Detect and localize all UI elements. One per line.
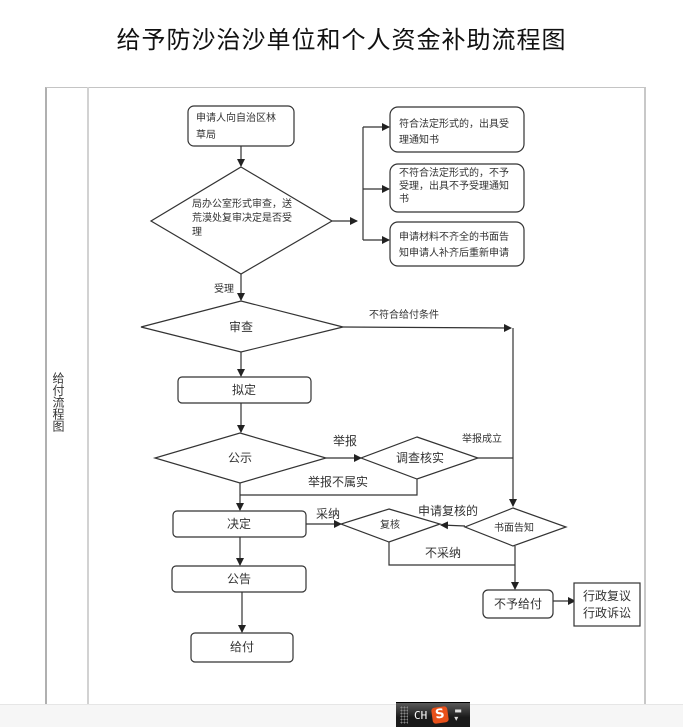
flowchart-frame: [45, 87, 646, 718]
node-written-notice: [463, 507, 568, 547]
pay-label: 给付: [230, 640, 254, 654]
page-title: 给予防沙治沙单位和个人资金补助流程图: [116, 26, 567, 54]
publicize-label: 公示: [228, 451, 252, 465]
edge-apply-reconsider: [440, 521, 466, 530]
admin-remedy-line-1: 行政复议: [583, 589, 631, 603]
lane-label-column: [45, 87, 89, 717]
reject-notice-line-1: 不符合法定形式的，不予: [399, 166, 509, 179]
admin-remedy-line-2: 行政诉讼: [583, 606, 631, 620]
edge-report-invalid: [240, 479, 418, 496]
sogou-logo-icon[interactable]: S: [431, 705, 450, 725]
office-review-line-2: 荒漠处复审决定是否受: [192, 211, 292, 224]
edge-not-eligible: [342, 323, 512, 332]
written-notice-label: 书面告知: [494, 521, 534, 534]
investigate-label: 调查核实: [396, 450, 444, 465]
chevron-down-icon: ▾: [454, 714, 459, 723]
accept-notice-line-1: 符合法定形式的，出具受: [399, 117, 509, 130]
reconsider-label: 复核: [380, 518, 400, 531]
label-adopt: 采纳: [316, 507, 340, 521]
reject-notice-line-3: 书: [399, 193, 409, 205]
label-report-valid: 举报成立: [462, 432, 502, 445]
label-report: 举报: [333, 433, 357, 448]
review-label: 审查: [229, 319, 253, 334]
node-reject-notice: [389, 163, 525, 213]
bottom-bar: [0, 704, 683, 727]
announce-label: 公告: [227, 572, 251, 586]
office-review-line-3: 理: [192, 226, 202, 238]
accept-notice-line-2: 理通知书: [399, 133, 439, 146]
node-no-pay: [482, 589, 554, 619]
label-apply-reconsider: 申请复核的: [418, 503, 478, 518]
reject-notice-line-2: 受理，出具不予受理通知: [399, 179, 509, 192]
draft-label: 拟定: [232, 382, 256, 397]
node-pay: [190, 632, 294, 663]
no-pay-label: 不予给付: [494, 597, 542, 611]
label-not-eligible: 不符合给付条件: [369, 308, 439, 321]
apply-line-1: 申请人向自治区林: [196, 111, 276, 124]
label-report-invalid: 举报不属实: [308, 474, 368, 489]
ime-toolbar[interactable]: CH S ▬▾: [396, 702, 470, 727]
lane-label: 给付流程图: [51, 372, 65, 432]
label-not-adopt: 不采纳: [425, 546, 461, 560]
drag-handle-icon[interactable]: [400, 706, 408, 724]
office-review-line-1: 局办公室形式审查，送: [192, 197, 292, 210]
node-admin-remedy: [573, 582, 641, 627]
apply-line-2: 草局: [196, 129, 216, 141]
node-announce: [171, 565, 307, 593]
supplement-notice-line-2: 知申请人补齐后重新申请: [399, 246, 509, 259]
label-accepted: 受理: [214, 283, 234, 295]
ime-menu-icon[interactable]: ▬▾: [454, 706, 462, 723]
edge-not-adopt: [388, 542, 515, 566]
decide-label: 决定: [227, 516, 251, 531]
node-supplement-notice: [389, 221, 525, 267]
node-accept-notice: [389, 106, 525, 153]
supplement-notice-line-1: 申请材料不齐全的书面告: [399, 230, 509, 243]
ime-language-toggle[interactable]: CH: [414, 708, 428, 722]
node-draft: [177, 376, 312, 404]
